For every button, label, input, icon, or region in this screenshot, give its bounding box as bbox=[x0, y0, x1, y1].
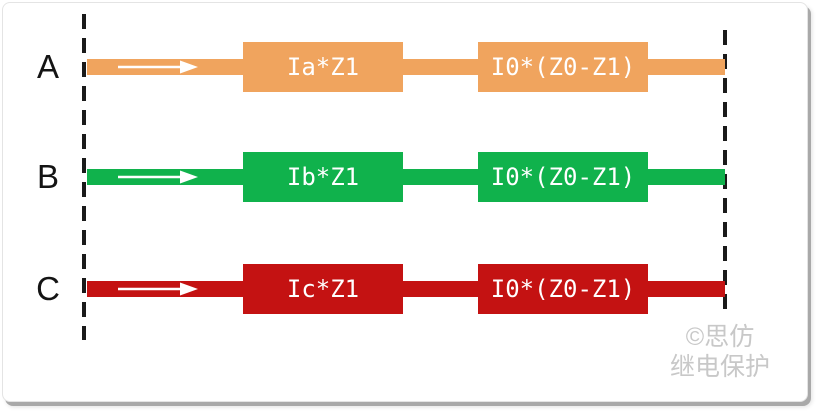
current-direction-arrow-icon bbox=[118, 170, 198, 184]
watermark: ©思仿 继电保护 bbox=[640, 322, 800, 382]
current-direction-arrow-icon bbox=[118, 60, 198, 74]
phase-a-impedance-block-z0-z1: I0*(Z0-Z1) bbox=[478, 42, 648, 92]
phase-b-impedance-block-z0-z1: I0*(Z0-Z1) bbox=[478, 152, 648, 202]
phase-b-row: B Ib*Z1 I0*(Z0-Z1) bbox=[0, 152, 816, 202]
phase-b-label: B bbox=[36, 158, 59, 195]
watermark-line2: 继电保护 bbox=[669, 353, 770, 381]
phase-c-row: C Ic*Z1 I0*(Z0-Z1) bbox=[0, 264, 816, 314]
phase-c-impedance-block-z0-z1: I0*(Z0-Z1) bbox=[478, 264, 648, 314]
phase-a-impedance-block-z1: Ia*Z1 bbox=[243, 42, 403, 92]
watermark-line1: ©思仿 bbox=[685, 323, 755, 351]
right-boundary-dashed-line bbox=[723, 30, 727, 318]
phase-c-label: C bbox=[36, 270, 60, 307]
left-boundary-dashed-line bbox=[82, 14, 86, 340]
current-direction-arrow-icon bbox=[118, 282, 198, 296]
phase-a-label: A bbox=[36, 48, 59, 85]
phase-c-impedance-block-z1: Ic*Z1 bbox=[243, 264, 403, 314]
phase-a-row: A Ia*Z1 I0*(Z0-Z1) bbox=[0, 42, 816, 92]
phase-b-impedance-block-z1: Ib*Z1 bbox=[243, 152, 403, 202]
